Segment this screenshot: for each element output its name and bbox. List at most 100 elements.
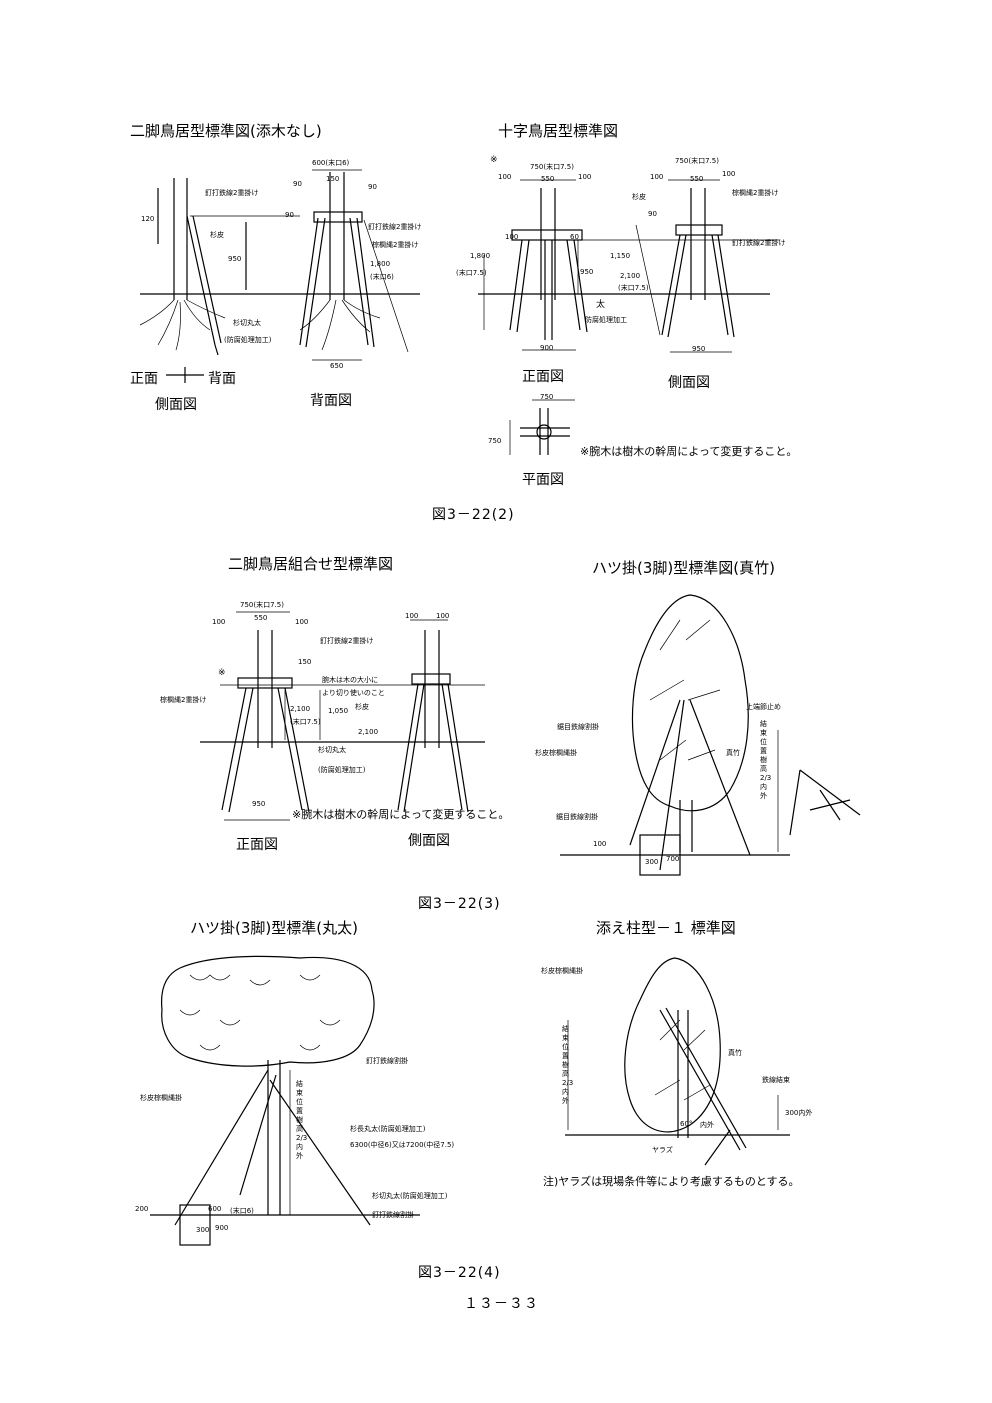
hattsu-maruta-drawing — [150, 955, 420, 1246]
dim-750b: 750(末口7.5) — [675, 157, 719, 165]
dim-90a: 90 — [293, 180, 302, 188]
dim-1800: 1,800 — [370, 260, 391, 268]
figure-caption-3: 図3－22(3) — [418, 896, 501, 912]
dim-2100a: 2,100 — [290, 705, 311, 713]
madake-label: 真竹 — [728, 1049, 742, 1057]
stopper-label: 上端節止め — [746, 703, 781, 711]
angle-label: 60° — [680, 1120, 693, 1128]
view-side: 側面図 — [668, 375, 710, 391]
hattsu-madake-title: ハツ掛(3脚)型標準図(真竹) — [592, 559, 775, 577]
direction-front: 正面 — [130, 371, 158, 387]
shuro2-label: 棕櫚縄2重掛け — [732, 189, 779, 197]
view-back: 背面図 — [310, 393, 352, 409]
sugikawa-label: 杉皮棕櫚縄掛 — [541, 967, 583, 975]
armwood2-label: より切り使いのこと — [322, 689, 385, 697]
dim-700: 700 — [666, 855, 680, 863]
dim-100d: 100 — [650, 173, 664, 181]
dim-90c: 90 — [285, 211, 294, 219]
madake-label: 真竹 — [726, 749, 740, 757]
dim-100d: 100 — [436, 612, 450, 620]
kumiawase-note: ※腕木は樹木の幹周によって変更すること。 — [292, 808, 510, 821]
wire-label: 鉄線結束 — [762, 1076, 790, 1084]
treat-label: (防腐処理加工) — [318, 766, 366, 774]
binding-label: 結束位置樹高2/3内外 — [562, 1025, 574, 1105]
dim-end75b: (末口7.5) — [618, 284, 649, 292]
dim-end75: (末口7.5) — [290, 718, 321, 726]
dim-750: 750(末口7.5) — [240, 601, 284, 609]
soebashira-title: 添え柱型－１ 標準図 — [596, 919, 736, 937]
hattsu-maruta-title: ハツ掛(3脚)型標準(丸太) — [190, 919, 358, 937]
end6-label: (末口6) — [230, 1207, 254, 1215]
juji-note: ※腕木は樹木の幹周によって変更すること。 — [580, 445, 798, 458]
nail2-label: 釘打鉄線2重掛け — [368, 223, 422, 231]
cut-log-label: 杉切丸太(防腐処理加工) — [372, 1192, 448, 1200]
dim-90: 90 — [648, 210, 657, 218]
nail2-label: 釘打鉄線割掛 — [372, 1211, 414, 1219]
nikyaku-torii-title: 二脚鳥居型標準図(添木なし) — [130, 122, 322, 140]
dim-top: 600(末口6) — [312, 159, 350, 167]
dim-1150: 1,150 — [610, 252, 631, 260]
sugikawa2-label: 杉皮 — [632, 193, 646, 201]
dim-900: 900 — [540, 344, 554, 352]
soebashira-drawing — [565, 957, 790, 1166]
binding-label: 結束位置樹高2/3内外 — [760, 720, 772, 800]
nokome2-label: 鋸目鉄線割掛 — [556, 813, 598, 821]
mark: ※ — [490, 155, 498, 165]
soebashira-note: 注)ヤラズは現場条件等により考慮するものとする。 — [543, 1175, 800, 1188]
dim-750a: 750(末口7.5) — [530, 163, 574, 171]
dim-90b: 90 — [368, 183, 377, 191]
dim-100c: 100 — [505, 233, 519, 241]
juji-torii-drawing — [478, 179, 780, 455]
dim-650: 650 — [330, 362, 344, 370]
dim-200: 200 — [135, 1205, 149, 1213]
nokome-label: 鋸目鉄線割掛 — [557, 723, 599, 731]
armwood1-label: 腕木は木の大小に — [322, 676, 378, 684]
binding-label: 結束位置樹高2/3内外 — [296, 1080, 308, 1160]
page-number: １３－３３ — [464, 1296, 539, 1312]
dim-2100: 2,100 — [620, 272, 641, 280]
sugikawa-label: 杉皮 — [355, 703, 369, 711]
view-side: 側面図 — [408, 833, 450, 849]
long-log-spec: 6300(中径6)又は7200(中径7.5) — [350, 1141, 455, 1149]
sugikawa-label: 杉皮棕櫚縄掛 — [535, 749, 577, 757]
view-plan: 平面図 — [522, 472, 564, 488]
dim-end75a: (末口7.5) — [456, 269, 487, 277]
mark: ※ — [218, 668, 226, 678]
dim-100b: 100 — [578, 173, 592, 181]
dim-550b: 550 — [690, 175, 704, 183]
inner-label: 内外 — [700, 1121, 714, 1129]
dim-end6: (末口6) — [370, 273, 394, 281]
dim-150: 150 — [326, 175, 340, 183]
dim-950b: 950 — [692, 345, 706, 353]
view-side: 側面図 — [155, 397, 197, 413]
treat-label: (防腐処理加工) — [224, 336, 272, 344]
futo-label: 太 — [596, 300, 606, 310]
dim-900: 900 — [215, 1224, 229, 1232]
dim-600: 600 — [208, 1205, 222, 1213]
juji-torii-title: 十字鳥居型標準図 — [498, 122, 619, 140]
dim-100e: 100 — [722, 170, 736, 178]
dim-300: 300 — [645, 858, 659, 866]
dim-100: 100 — [593, 840, 607, 848]
dim-1050: 1,050 — [328, 707, 349, 715]
hattsu-madake-drawing — [560, 594, 861, 876]
dim-100a: 100 — [498, 173, 512, 181]
dim-950: 950 — [580, 268, 594, 276]
dim-550a: 550 — [541, 175, 555, 183]
nikyaku-kumiawase-title: 二脚鳥居組合せ型標準図 — [228, 555, 394, 573]
sugi-log-label: 杉切丸太 — [318, 746, 346, 754]
yarazu-label: ヤラズ — [652, 1146, 673, 1154]
shuro-label: 棕櫚縄2重掛け — [160, 696, 207, 704]
long-log-label: 杉長丸太(防腐処理加工) — [350, 1125, 426, 1133]
view-front: 正面図 — [522, 369, 564, 385]
nail-label: 釘打鉄線割掛 — [366, 1057, 408, 1065]
dim-550: 550 — [254, 614, 268, 622]
sugikawa-label: 杉皮 — [210, 231, 224, 239]
nikyaku-torii-drawing — [139, 169, 420, 383]
dim-1800: 1,800 — [470, 252, 491, 260]
nail-label: 釘打鉄線2重掛け — [205, 189, 259, 197]
sugikawa-label: 杉皮棕櫚縄掛 — [140, 1094, 182, 1102]
dim-100b: 100 — [295, 618, 309, 626]
nail2-label: 釘打鉄線2重掛け — [732, 239, 786, 247]
dim-300: 300 — [196, 1226, 210, 1234]
